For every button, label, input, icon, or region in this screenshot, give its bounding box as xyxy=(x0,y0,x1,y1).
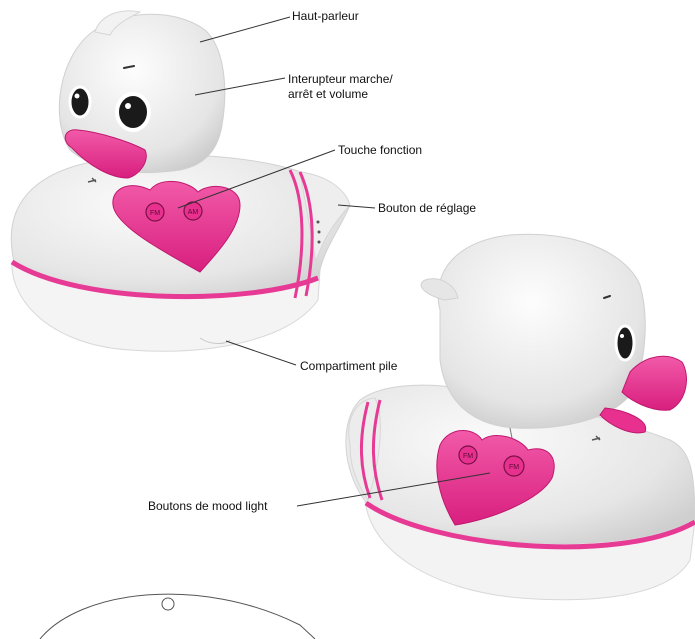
duck-bottom-hole xyxy=(162,598,174,610)
duck-front-tuning-dot-2 xyxy=(318,231,321,234)
duck-front-tuning-dot-1 xyxy=(317,221,320,224)
duck-front-view: FM AM xyxy=(11,11,350,351)
duck-front-eye-right xyxy=(117,94,149,130)
duck-back-heart-button-left-label: FM xyxy=(463,453,473,460)
label-function-key: Touche fonction xyxy=(338,142,422,158)
label-power-volume-line2: arrêt et volume xyxy=(288,86,368,102)
duck-back-head xyxy=(438,234,645,428)
duck-front-eye-left-glint xyxy=(75,94,80,99)
duck-back-heart-button-right-label: FM xyxy=(509,464,519,471)
leader-speaker xyxy=(200,17,290,42)
duck-bottom-outline xyxy=(40,594,315,639)
leader-battery xyxy=(226,341,296,365)
label-power-volume-line1: Interupteur marche/ xyxy=(288,71,393,87)
duck-front-heart-button-left-label: FM xyxy=(150,210,160,217)
duck-front-heart-button-right-label: AM xyxy=(188,209,199,216)
label-battery-compartment: Compartiment pile xyxy=(300,358,397,374)
duck-back-view: FM FM xyxy=(346,234,695,599)
duck-back-eye xyxy=(616,326,634,360)
duck-back-eye-glint xyxy=(620,334,624,338)
label-mood-light-buttons: Boutons de mood light xyxy=(148,498,267,514)
label-speaker: Haut-parleur xyxy=(292,8,359,24)
duck-front-eye-left xyxy=(70,87,90,117)
duck-front-tuning-dot-3 xyxy=(318,241,321,244)
label-tuning-button: Bouton de réglage xyxy=(378,200,476,216)
duck-front-eye-right-glint xyxy=(125,103,131,109)
